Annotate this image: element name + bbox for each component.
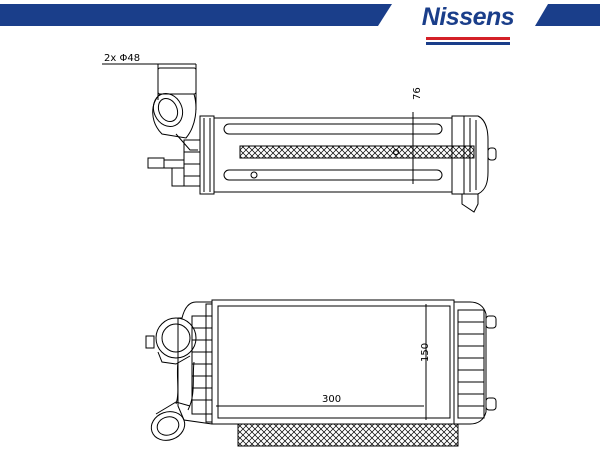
top-left-tank [147, 115, 215, 195]
top-right-tank [451, 115, 497, 213]
brand-name: Nissens [421, 3, 515, 31]
brand-stripe-blue [426, 42, 510, 45]
depth-dimension-label: 76 [412, 87, 423, 100]
top-view: 2x Φ48 [102, 53, 497, 213]
front-hatched-base [237, 423, 459, 447]
brand-stripe-red [426, 37, 510, 40]
front-view: 300 150 [145, 299, 497, 447]
front-outlet-pipe [150, 361, 195, 441]
front-core [211, 299, 455, 425]
front-right-tank [454, 301, 497, 425]
pipe-diameter-label: 2x Φ48 [104, 53, 140, 64]
top-inlet-pipe [152, 67, 198, 151]
top-core-hatched-section [239, 145, 475, 159]
front-left-tank [177, 301, 213, 425]
header-band [0, 4, 600, 26]
top-core [213, 117, 475, 193]
header-bar-right [535, 4, 600, 26]
brand-logo: Nissens [418, 3, 518, 47]
front-inlet-pipe [145, 317, 197, 365]
length-dimension-label: 300 [322, 394, 341, 405]
height-dimension-label: 150 [420, 343, 431, 362]
header-bar-left [0, 4, 392, 26]
